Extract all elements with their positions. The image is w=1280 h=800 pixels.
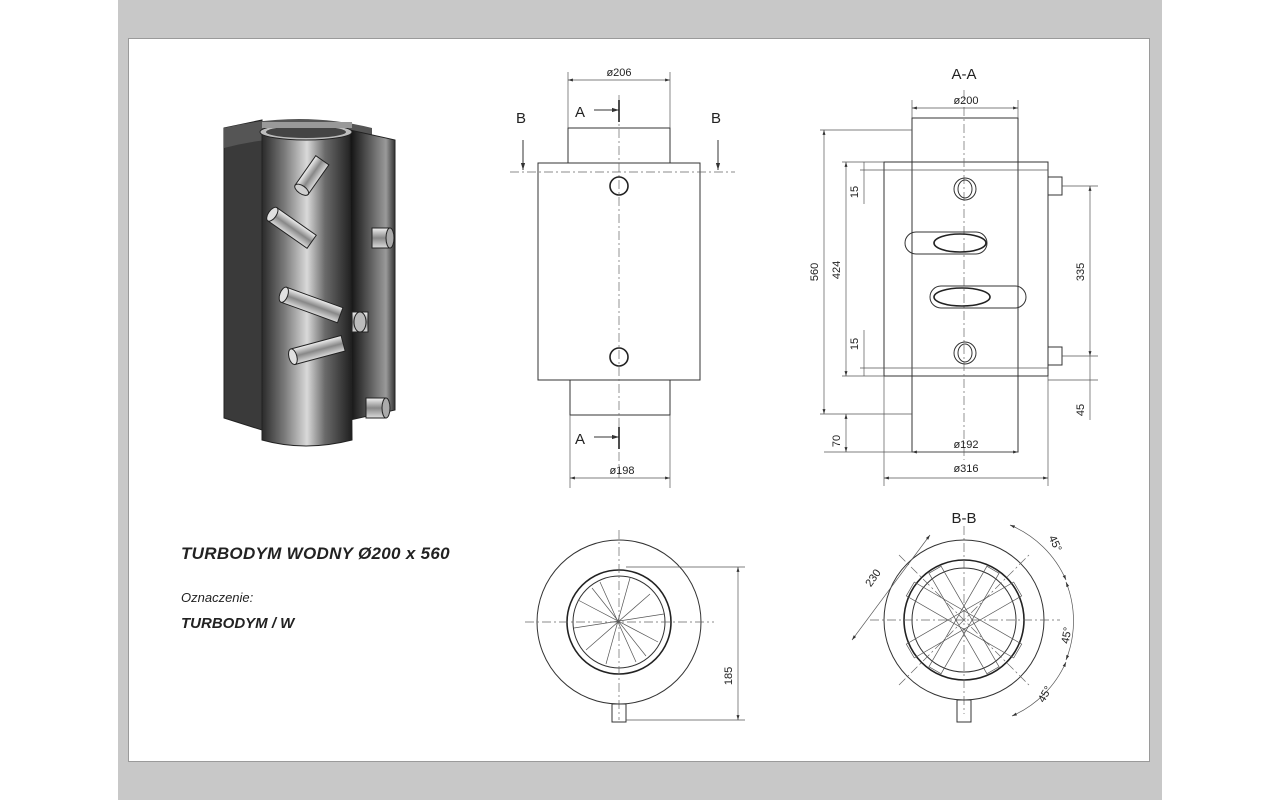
cut-label-a-bottom: A: [575, 431, 585, 448]
front-bottom-diameter: ø198: [609, 465, 634, 477]
product-name: TURBODYM WODNY Ø200 x 560: [181, 544, 450, 563]
cut-label-b-left: B: [516, 110, 526, 127]
section-a-label: A-A: [951, 66, 976, 83]
designation-value: TURBODYM / W: [181, 615, 295, 632]
section-a-outer-diameter: ø316: [953, 463, 978, 475]
dim-total-height: 560: [809, 263, 821, 281]
designation-label: Oznaczenie:: [181, 590, 254, 605]
section-a-top-diameter: ø200: [953, 95, 978, 107]
dim-section-b-diameter: 230: [863, 567, 883, 589]
bottom-view: [525, 530, 745, 723]
dim-offset-bottom: 15: [849, 338, 861, 350]
dim-bottom-height: 185: [723, 667, 735, 685]
dim-bottom-offset: 45: [1075, 404, 1087, 416]
dim-nozzle-spacing: 335: [1075, 263, 1087, 281]
cut-label-a-top: A: [575, 104, 585, 121]
dim-inner-height: 424: [831, 261, 843, 279]
section-b-label: B-B: [951, 510, 976, 527]
angle-label-2: 45°: [1060, 626, 1075, 644]
section-a-inner-diameter: ø192: [953, 439, 978, 451]
front-top-diameter: ø206: [606, 67, 631, 79]
dim-offset-top: 15: [849, 186, 861, 198]
render-3d: [223, 119, 396, 447]
section-b-view: [851, 524, 1074, 723]
angle-label-3: 45°: [1036, 684, 1055, 704]
dim-bottom-spigot: 70: [831, 435, 843, 447]
section-a-view: [820, 90, 1098, 486]
angle-label-1: 45°: [1046, 534, 1064, 554]
front-view: [510, 72, 735, 488]
title-block: TURBODYM WODNY Ø200 x 560 Oznaczenie: TU…: [181, 544, 501, 632]
cut-label-b-right: B: [711, 110, 721, 127]
